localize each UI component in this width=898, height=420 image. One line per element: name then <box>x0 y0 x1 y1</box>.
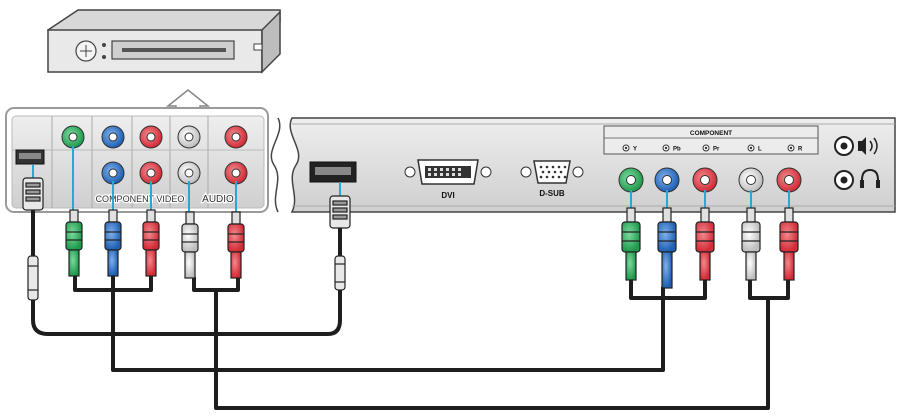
svg-text:Y: Y <box>633 147 637 153</box>
tv-hdmi-port <box>309 161 357 183</box>
source-device <box>47 9 281 74</box>
hdmi-plug-tv <box>329 195 351 291</box>
hdmi-plug-source <box>22 177 44 301</box>
dvi-label: DVI <box>441 191 454 200</box>
connection-lines <box>32 146 790 212</box>
tv-jack-label-pb: Pb <box>662 144 681 153</box>
source-jacks-row1 <box>61 125 248 149</box>
source-component-label: COMPONENT VIDEO <box>96 194 185 204</box>
source-hdmi-port <box>15 149 45 165</box>
source-audio-label: AUDIO <box>202 194 234 205</box>
cables <box>31 208 790 410</box>
headphone-icon <box>834 168 880 190</box>
rca-plugs-tv <box>621 207 799 289</box>
tv-jack-label-pr: Pr <box>702 144 720 153</box>
rca-plugs-source <box>65 209 245 279</box>
tv-component-jacks <box>618 167 802 193</box>
svg-text:Pr: Pr <box>713 147 720 153</box>
eject-button <box>253 43 263 51</box>
source-jacks-row2 <box>101 161 248 185</box>
dsub-label: D-SUB <box>539 189 565 198</box>
svg-text:L: L <box>758 147 762 153</box>
speaker-out-icon <box>834 136 878 156</box>
svg-text:R: R <box>798 147 803 153</box>
tv-component-box <box>603 125 819 155</box>
tv-jack-label-l: L <box>747 144 762 153</box>
svg-text:Pb: Pb <box>673 147 681 153</box>
tv-jack-label-r: R <box>787 144 803 153</box>
dsub-port <box>520 160 584 184</box>
tv-component-label: COMPONENT <box>690 130 732 137</box>
dvi-port <box>404 159 492 185</box>
tv-jack-label-y: Y <box>622 144 637 153</box>
